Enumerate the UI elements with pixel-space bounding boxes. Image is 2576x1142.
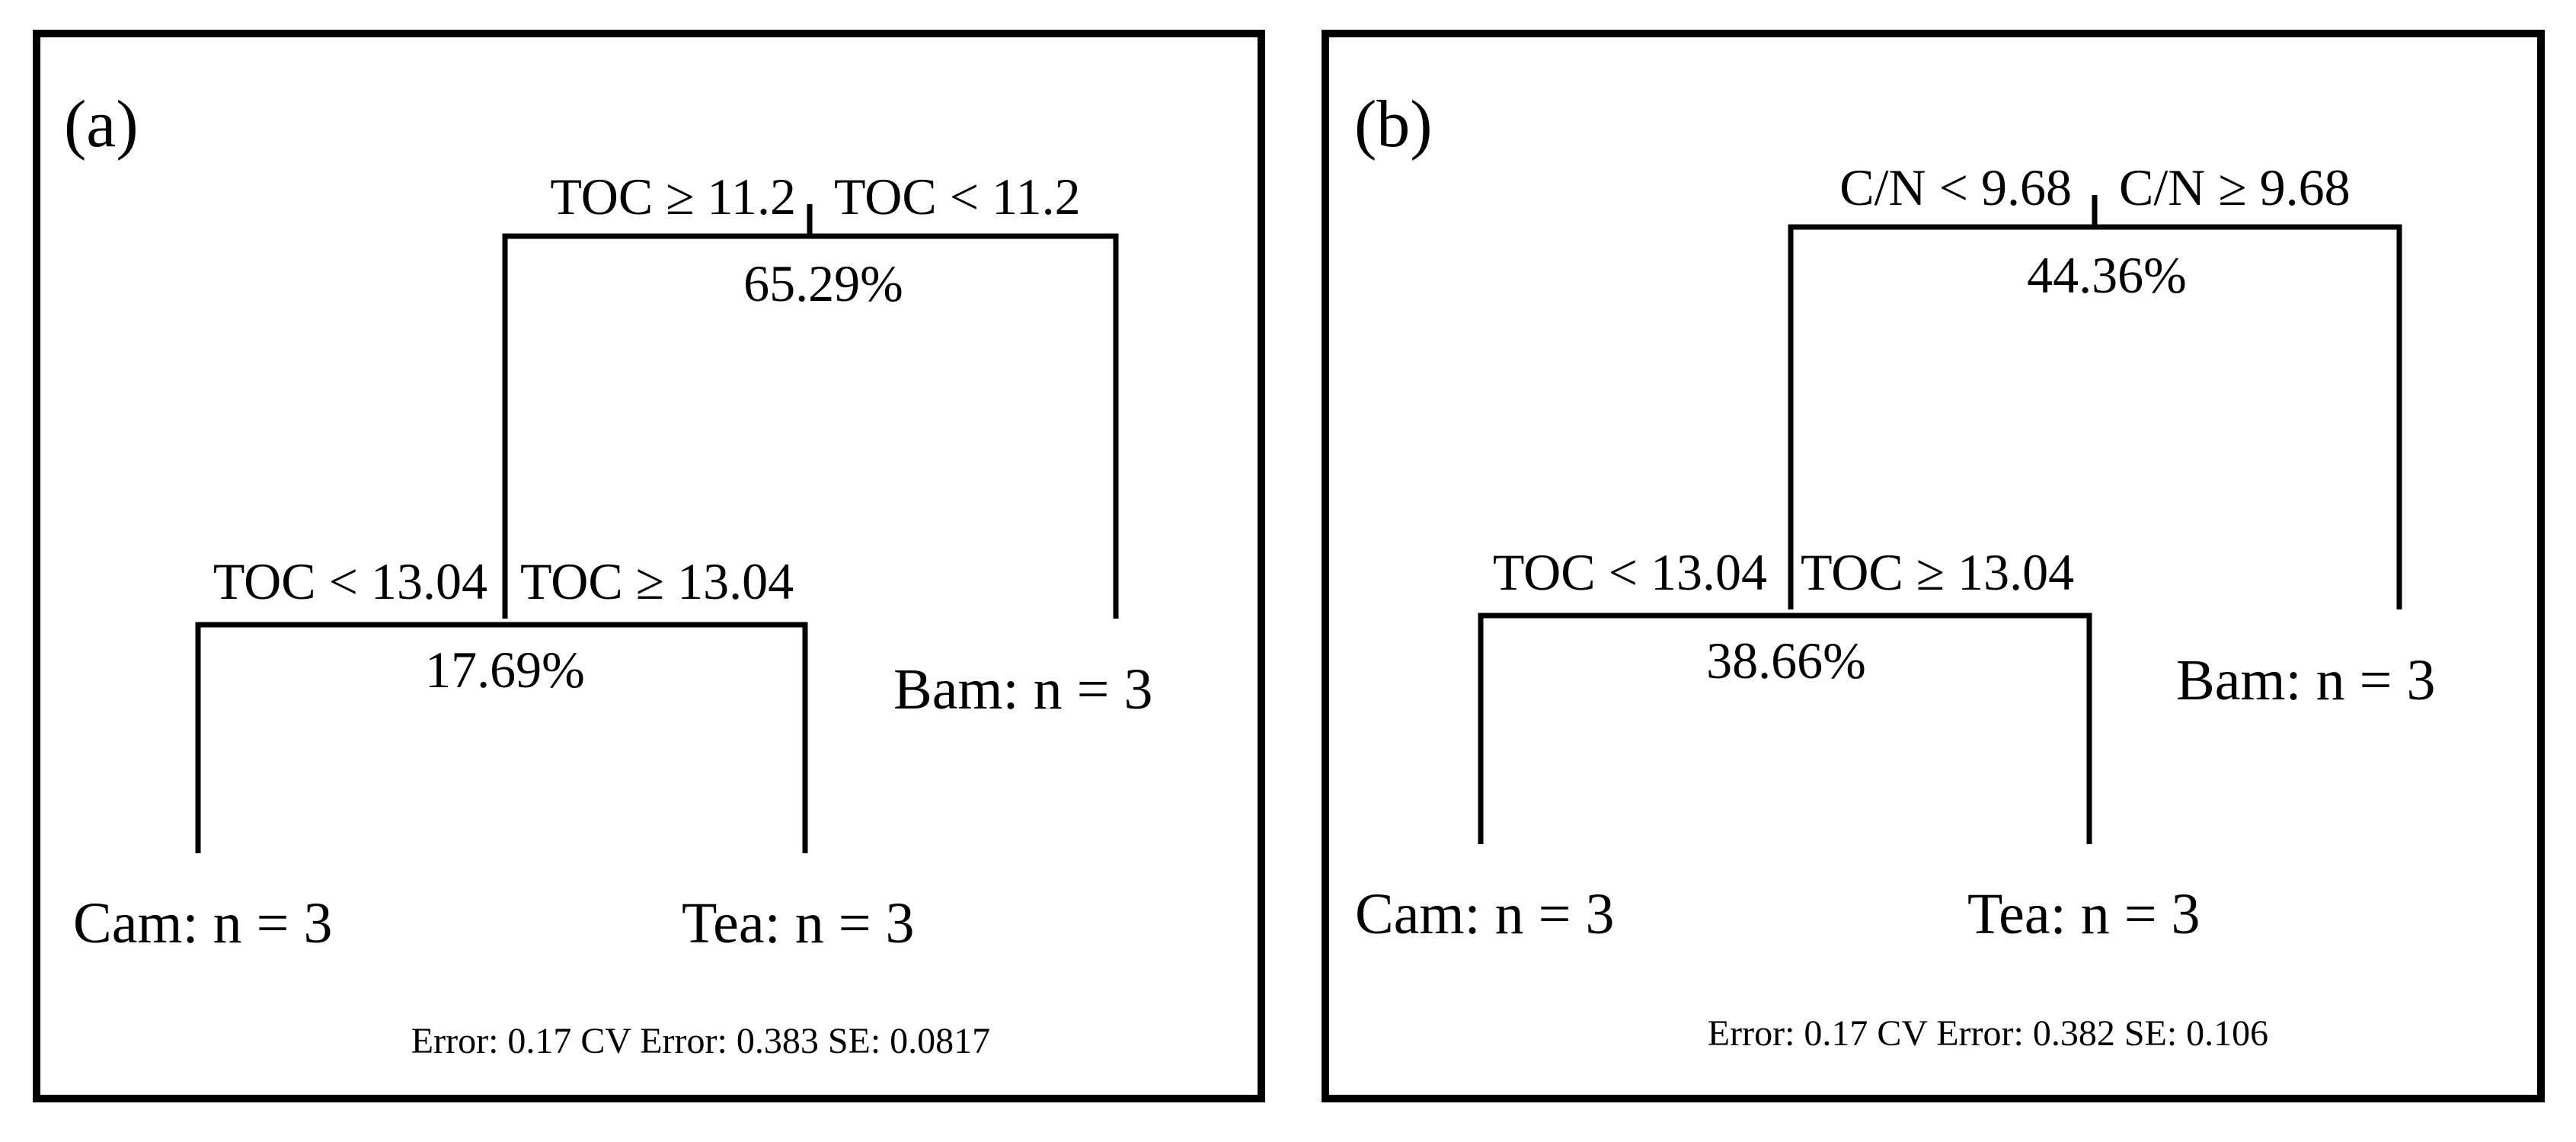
panel-a-frame [33,30,1265,1102]
panel-a-inner-left-condition: TOC < 13.04 [213,552,487,610]
panel-b-label: (b) [1354,88,1433,162]
panel-a-error-stats: Error: 0.17 CV Error: 0.383 SE: 0.0817 [411,1021,990,1061]
panel-a-inner-percent: 17.69% [425,641,585,699]
panel-b: (b) C/N < 9.68 C/N ≥ 9.68 44.36% TOC < 1… [1322,30,2545,1102]
panel-a-leaf-bam: Bam: n = 3 [893,657,1153,721]
panel-a: (a) TOC ≥ 11.2 TOC < 11.2 65.29% TOC < 1… [33,30,1265,1102]
panel-b-root-right-condition: C/N ≥ 9.68 [2119,158,2351,216]
panel-b-error-stats: Error: 0.17 CV Error: 0.382 SE: 0.106 [1708,1013,2268,1054]
panel-a-root-left-condition: TOC ≥ 11.2 [550,168,796,226]
panel-a-root-branch [502,233,1119,619]
panel-b-inner-right-condition: TOC ≥ 13.04 [1801,543,2074,601]
panel-b-frame [1322,30,2545,1102]
panel-b-root-percent: 44.36% [2027,246,2187,304]
panel-a-root-right-condition: TOC < 11.2 [834,168,1081,226]
panel-b-root-branch [1788,224,2402,609]
panel-b-leaf-tea: Tea: n = 3 [1967,882,2200,946]
panel-b-inner-branch [1478,613,2092,844]
panel-a-inner-branch [195,622,808,853]
panel-b-leaf-cam: Cam: n = 3 [1355,882,1615,946]
panel-b-leaf-bam: Bam: n = 3 [2176,648,2436,712]
panel-a-label: (a) [64,88,139,162]
panel-a-root-percent: 65.29% [743,254,903,312]
panel-a-leaf-tea: Tea: n = 3 [682,891,915,955]
panel-b-inner-left-condition: TOC < 13.04 [1493,543,1767,601]
panel-b-inner-percent: 38.66% [1706,632,1866,689]
panel-b-root-left-condition: C/N < 9.68 [1839,158,2072,216]
panel-a-inner-right-condition: TOC ≥ 13.04 [520,552,794,610]
panel-a-leaf-cam: Cam: n = 3 [73,891,333,955]
